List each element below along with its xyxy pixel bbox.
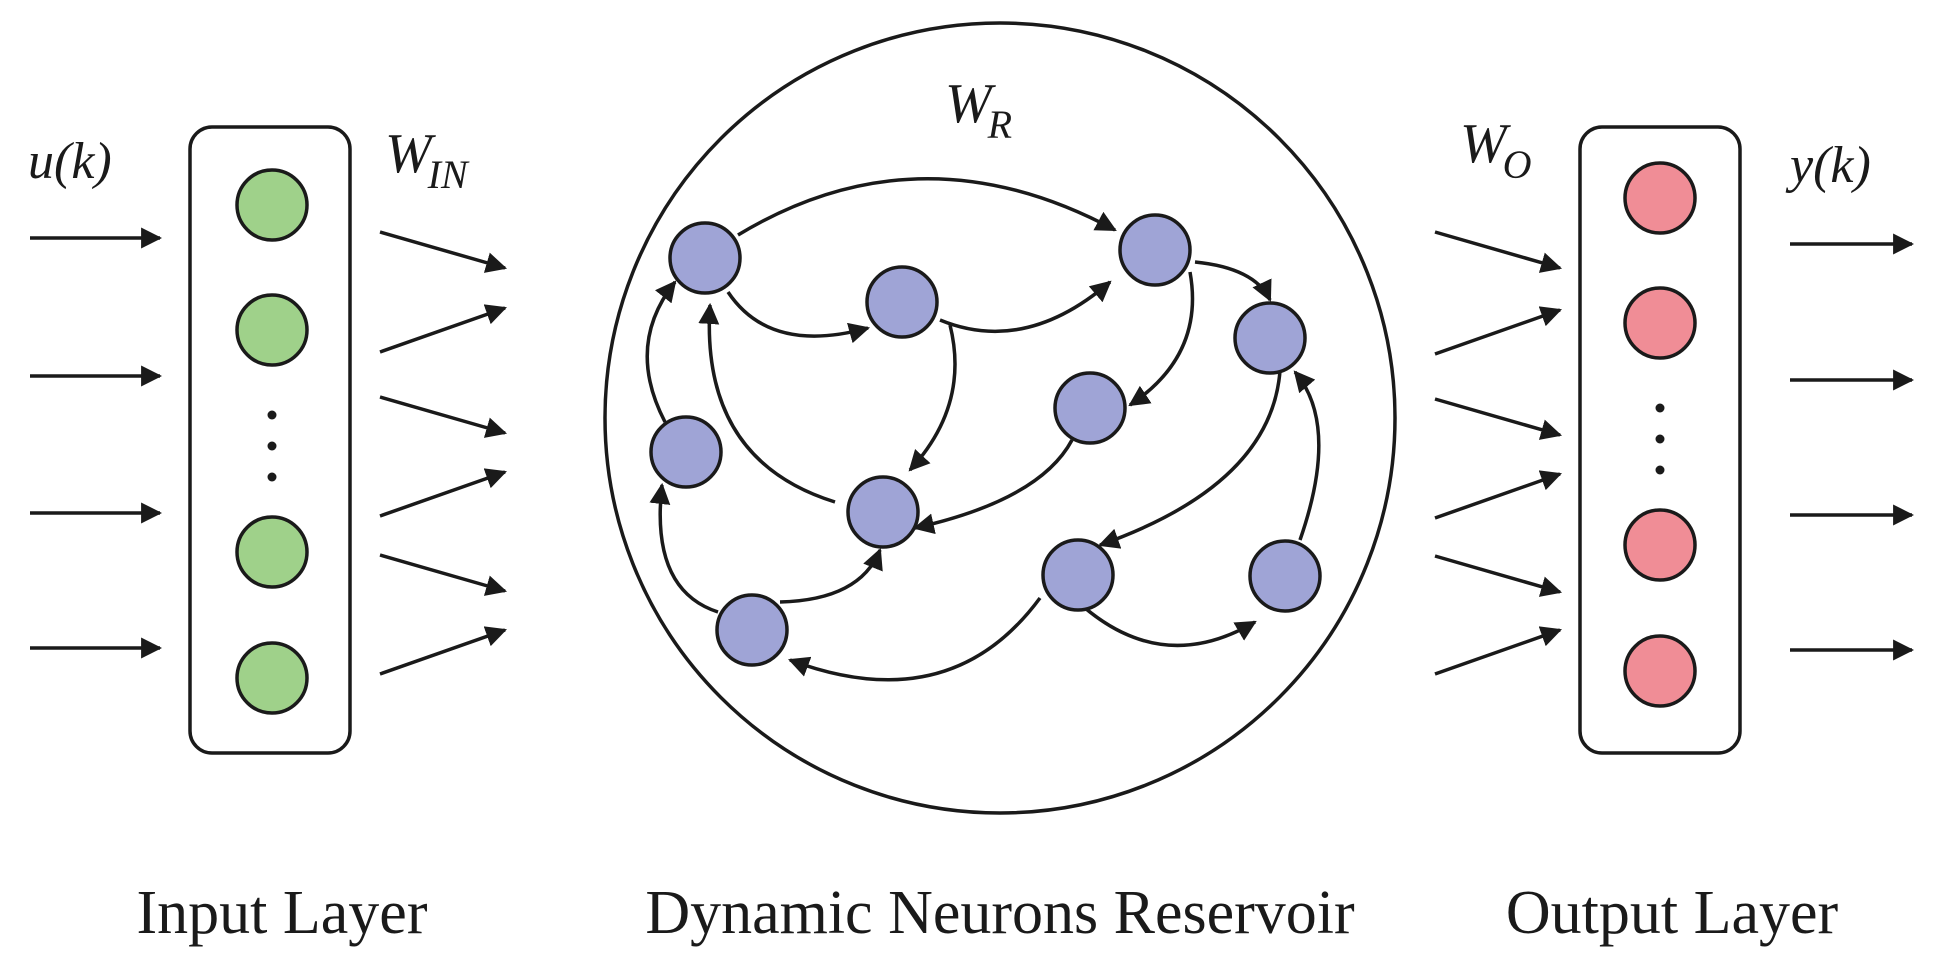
reservoir-edge xyxy=(1098,344,1283,549)
input-weights-label: WIN xyxy=(385,123,470,197)
reservoir-neuron xyxy=(1248,539,1322,613)
reservoir-connections xyxy=(645,177,1321,682)
output-weight-arrows xyxy=(1434,230,1563,676)
svg-text:WO: WO xyxy=(1460,113,1532,187)
weight-arrow xyxy=(379,553,508,596)
svg-text:WIN: WIN xyxy=(385,123,470,197)
input-signal-label: u(k) xyxy=(28,133,112,190)
reservoir-neuron xyxy=(1233,301,1307,375)
reservoir-edge xyxy=(649,482,719,614)
weight-arrow xyxy=(379,468,507,518)
reservoir-neuron xyxy=(846,475,920,549)
reservoir-neuron xyxy=(1053,371,1127,445)
reservoir-caption: Dynamic Neurons Reservoir xyxy=(645,879,1355,947)
weight-arrow xyxy=(379,626,507,676)
output-weights-label: WO xyxy=(1460,113,1532,187)
output-layer-box xyxy=(1578,125,1742,755)
input-neuron xyxy=(235,293,309,367)
reservoir-neuron xyxy=(668,221,742,295)
output-neurons xyxy=(1623,161,1697,708)
reservoir-neuron xyxy=(1041,538,1115,612)
weight-arrow xyxy=(379,230,508,273)
weight-arrow xyxy=(379,304,507,354)
input-neuron xyxy=(235,515,309,589)
reservoir-edge xyxy=(908,324,957,472)
output-neuron xyxy=(1623,161,1697,235)
reservoir-weights-main: W xyxy=(945,73,996,135)
reservoir-edge xyxy=(1083,606,1257,648)
reservoir-edge xyxy=(788,596,1042,682)
reservoir-weights-sub: R xyxy=(987,102,1012,147)
reservoir-edge xyxy=(1128,271,1195,407)
reservoir-edge xyxy=(779,548,883,604)
output-neuron xyxy=(1623,508,1697,582)
weight-arrow xyxy=(379,395,508,438)
reservoir-edge xyxy=(939,280,1112,333)
reservoir-edge xyxy=(1293,370,1321,541)
svg-text:WR: WR xyxy=(945,73,1012,147)
input-ellipsis xyxy=(267,410,277,482)
reservoir-neuron xyxy=(649,415,723,489)
reservoir-edge xyxy=(726,291,871,344)
output-ellipsis xyxy=(1655,403,1665,475)
output-weights-main: W xyxy=(1460,113,1511,175)
weight-arrow xyxy=(1434,230,1563,273)
output-weights-sub: O xyxy=(1503,142,1532,187)
input-weight-arrows xyxy=(379,230,508,676)
input-neuron xyxy=(235,168,309,242)
output-signal-arrows xyxy=(1790,233,1915,661)
weight-arrow xyxy=(1434,397,1563,440)
output-neuron xyxy=(1623,286,1697,360)
reservoir-edge xyxy=(645,280,677,423)
weight-arrow xyxy=(1434,626,1562,676)
output-signal-label: y(k) xyxy=(1785,137,1871,194)
weight-arrow xyxy=(1434,554,1563,597)
weight-arrow xyxy=(1434,470,1562,520)
input-neuron xyxy=(235,641,309,715)
reservoir-circle xyxy=(603,21,1397,815)
input-weights-main: W xyxy=(385,123,436,185)
reservoir-neuron xyxy=(715,593,789,667)
weight-arrow xyxy=(1434,306,1562,356)
input-layer-box xyxy=(188,125,352,755)
input-signal-arrows xyxy=(30,227,163,659)
reservoir-edge xyxy=(912,439,1074,535)
reservoir-neurons xyxy=(649,213,1322,667)
reservoir-edge xyxy=(737,177,1117,237)
reservoir-weights-label: WR xyxy=(945,73,1012,147)
input-layer-caption: Input Layer xyxy=(137,879,428,947)
reservoir-edge xyxy=(698,302,836,504)
input-neurons xyxy=(235,168,309,715)
input-weights-sub: IN xyxy=(427,152,470,197)
output-neuron xyxy=(1623,634,1697,708)
reservoir-neuron xyxy=(865,265,939,339)
reservoir-edge xyxy=(1194,260,1272,302)
reservoir-neuron xyxy=(1118,213,1192,287)
output-layer-caption: Output Layer xyxy=(1506,879,1839,947)
